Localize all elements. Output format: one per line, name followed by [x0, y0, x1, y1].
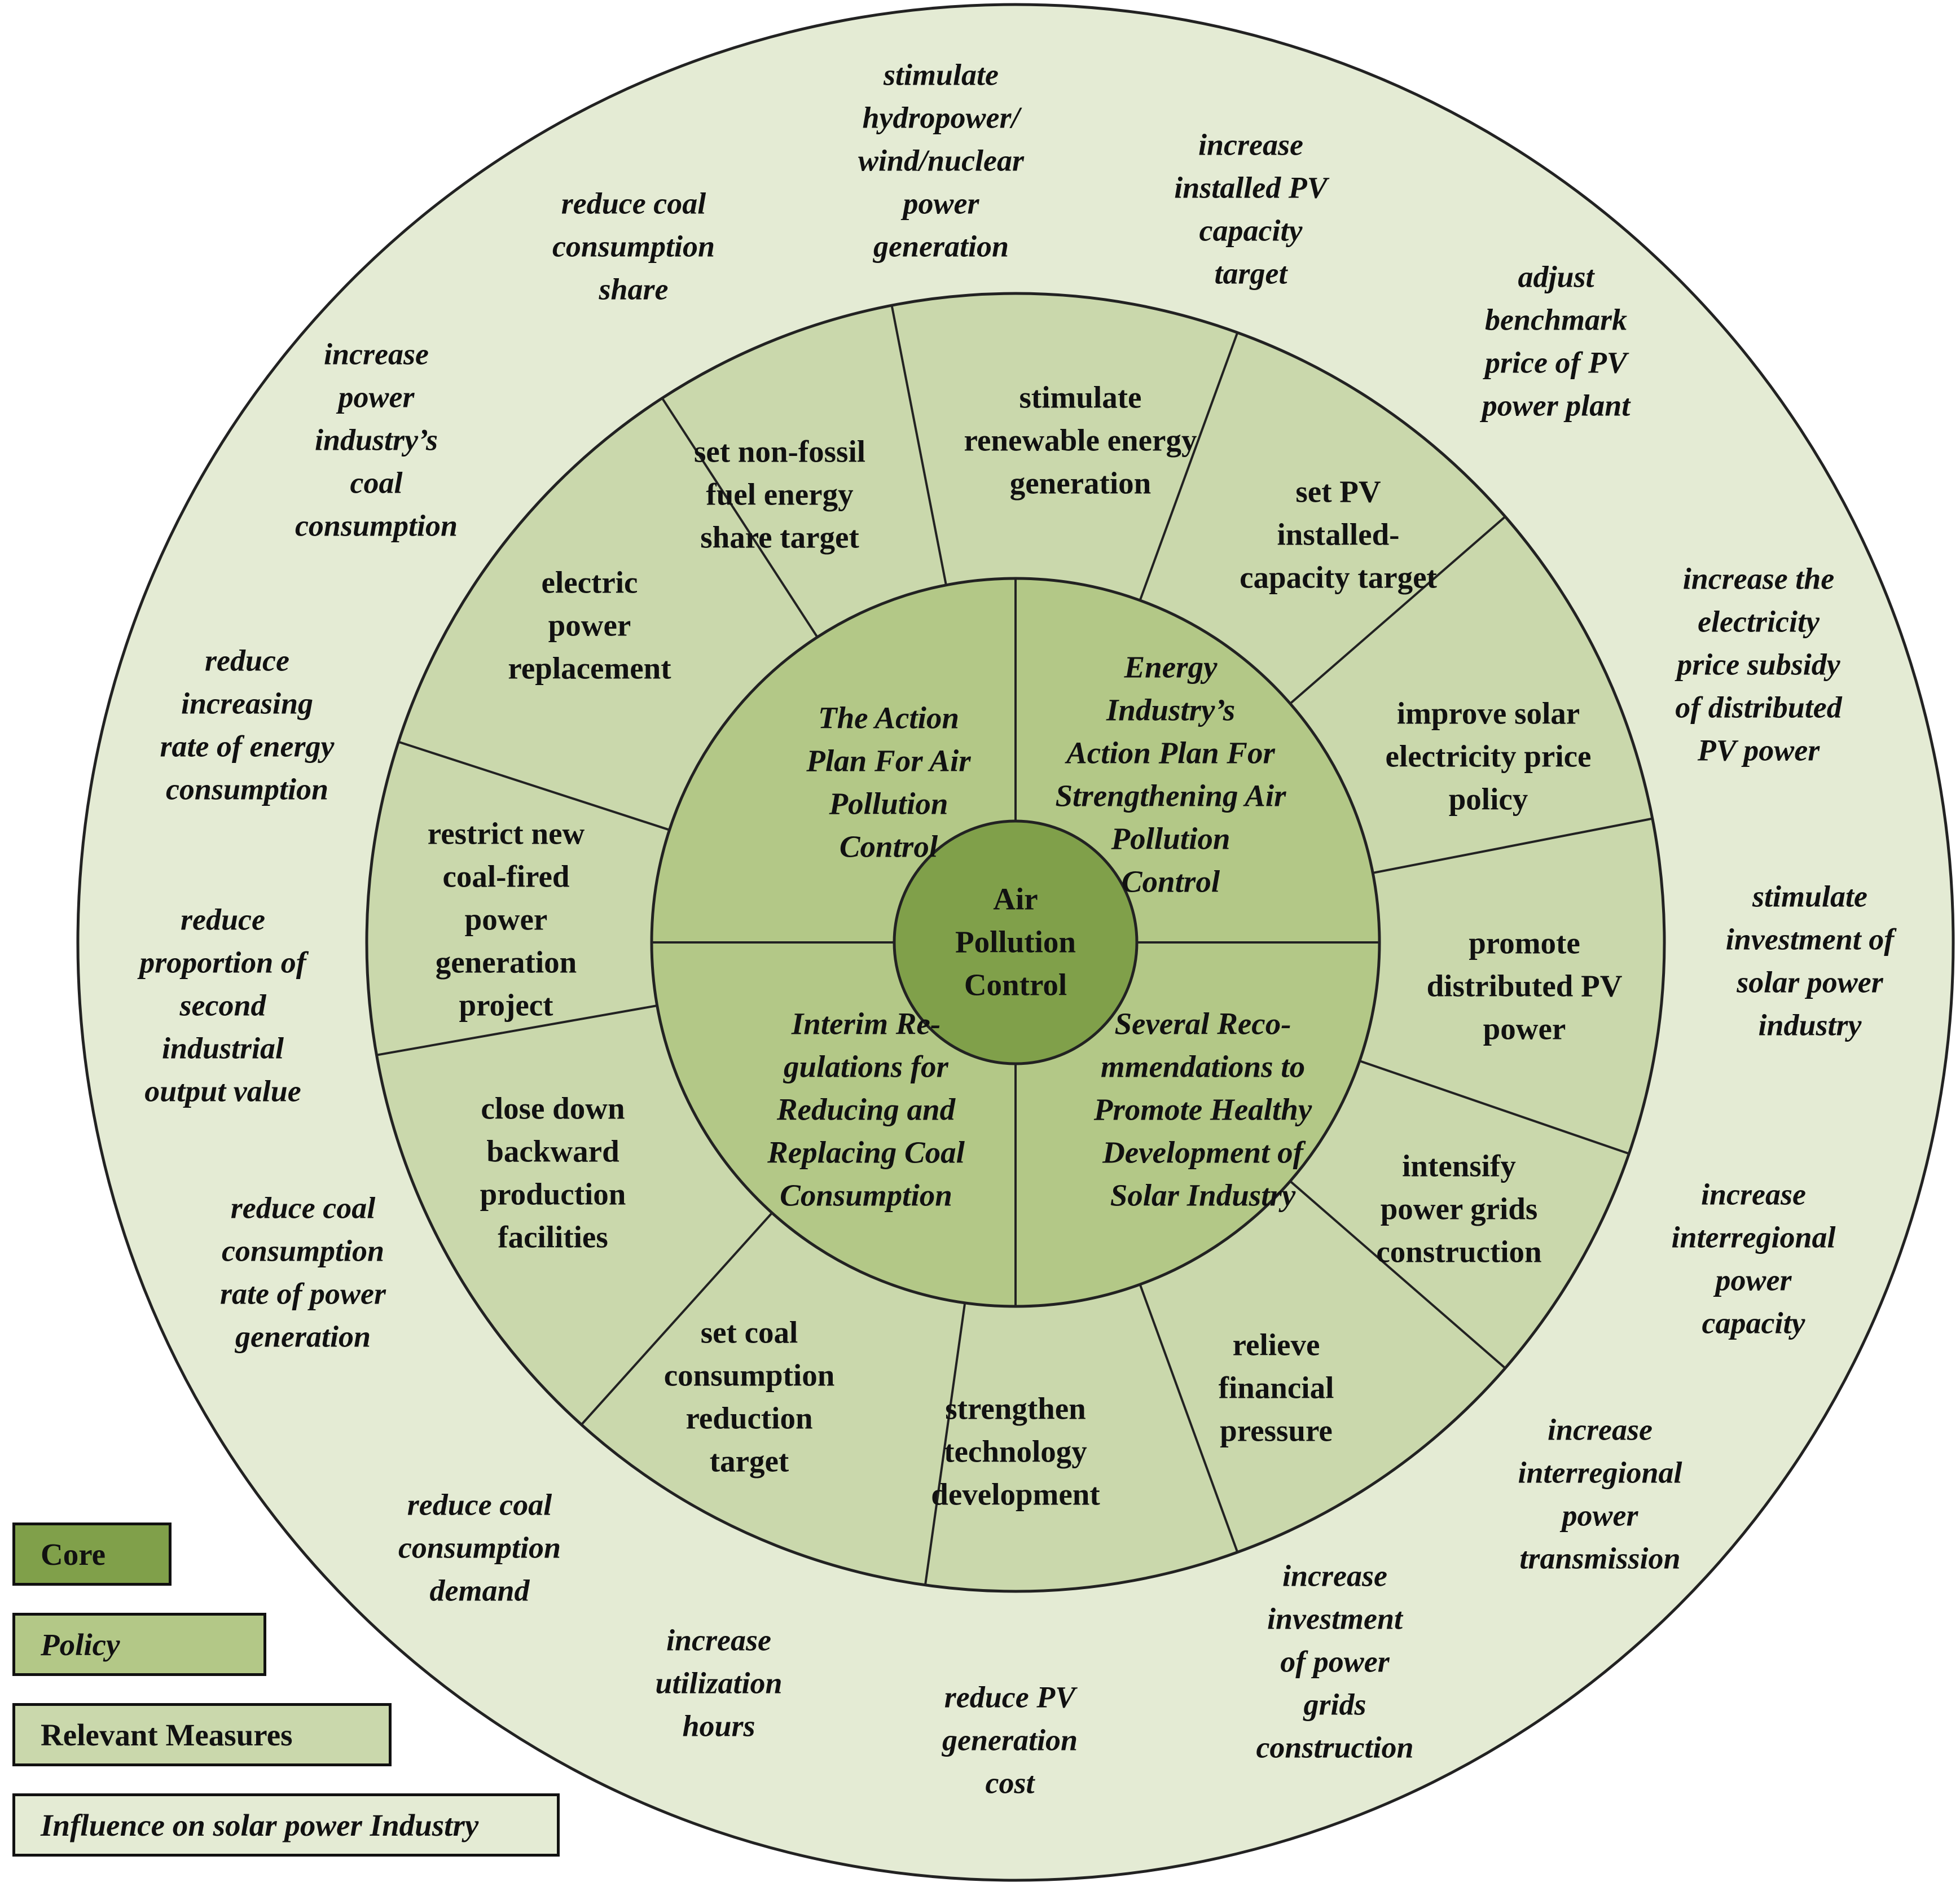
measure-divider [890, 305, 947, 586]
measure-divider [1289, 516, 1506, 705]
legend-core: Core [12, 1523, 172, 1586]
measure-divider [1139, 1284, 1239, 1553]
policy-dividers [652, 578, 1379, 1306]
legend-relevant-measures: Relevant Measures [12, 1703, 392, 1766]
measure-divider [1359, 1060, 1629, 1155]
core-circle [893, 819, 1139, 1065]
legend-influence: Influence on solar power Industry [12, 1793, 560, 1857]
legend-policy-label: Policy [41, 1627, 120, 1662]
legend-policy: Policy [12, 1613, 266, 1676]
legend-core-label: Core [41, 1537, 106, 1572]
measure-divider [376, 1004, 658, 1056]
measure-divider [924, 1302, 966, 1586]
measure-dividers [376, 305, 1653, 1586]
legend-measures-label: Relevant Measures [41, 1717, 293, 1752]
measure-divider [1139, 332, 1239, 601]
measure-divider [1372, 817, 1653, 874]
measure-divider [1289, 1180, 1506, 1369]
measure-divider [398, 740, 670, 831]
measure-divider [581, 1212, 773, 1425]
measure-divider [661, 397, 819, 638]
legend-influence-label: Influence on solar power Industry [41, 1807, 479, 1842]
